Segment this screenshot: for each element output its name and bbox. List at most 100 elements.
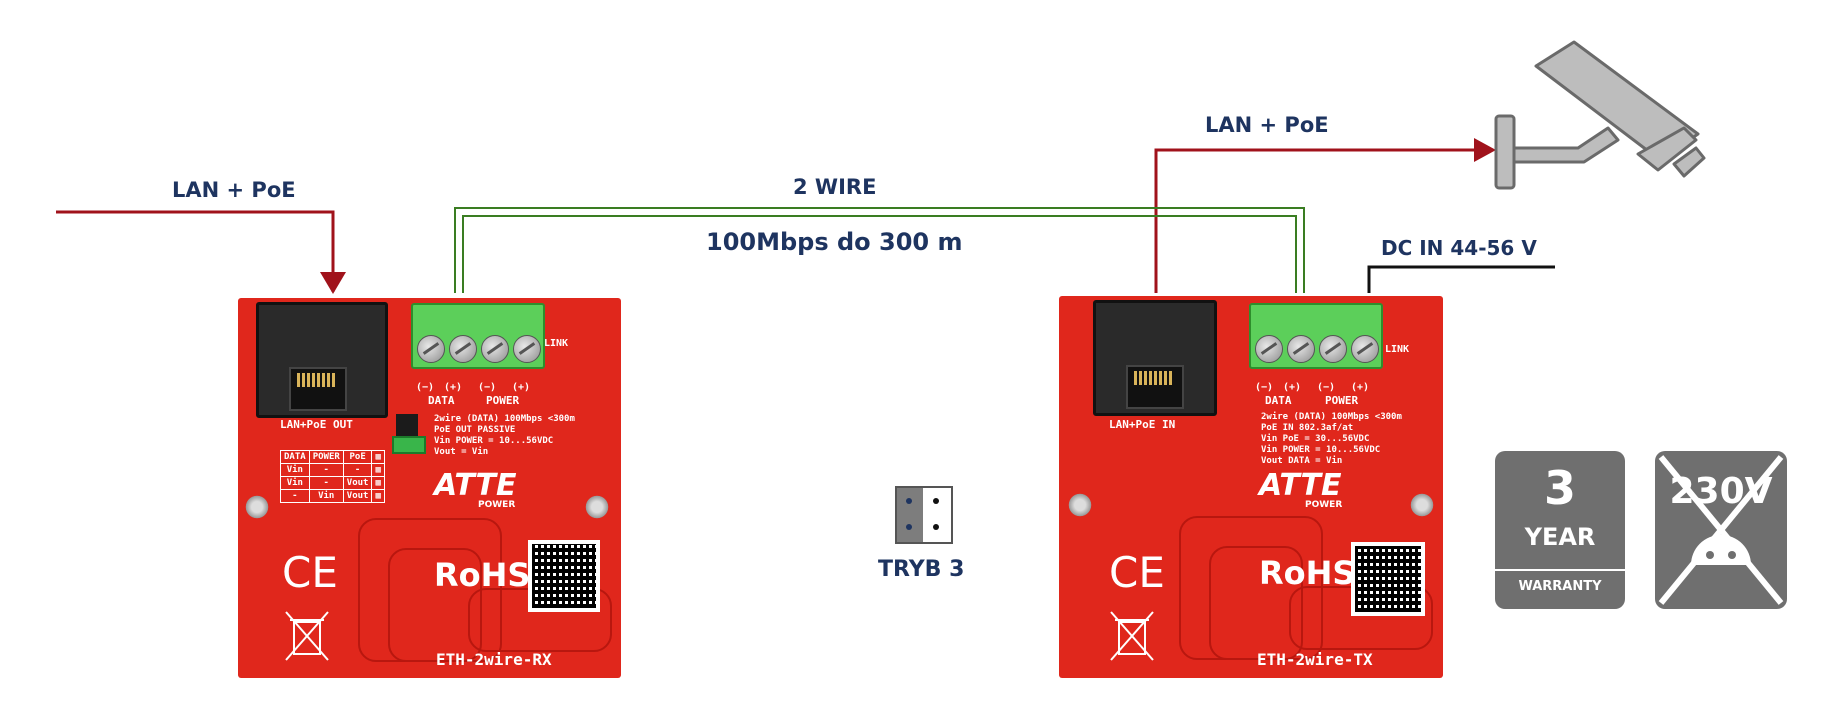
lan-poe-in-arrowhead (320, 272, 346, 294)
table-cell: Vout (342, 489, 373, 503)
jumper-cap-shaded (897, 488, 923, 542)
rj45-port-in[interactable] (1093, 300, 1217, 416)
warranty-caption: WARRANTY (1518, 579, 1602, 594)
no-mains-icon (1658, 455, 1784, 605)
rx-data-label: DATA (428, 394, 455, 407)
two-wire-label: 2 WIRE (793, 175, 877, 199)
rj45-port-out[interactable] (256, 302, 388, 418)
tx-polarity-2: (+) (1283, 382, 1302, 393)
lan-poe-right-label: LAN + PoE (1205, 113, 1329, 137)
jumper-pin (906, 524, 912, 530)
rx-spec-line-3: Vin POWER = 10...56VDC (434, 436, 554, 446)
terminal-screw (481, 335, 509, 363)
mounting-hole (1067, 492, 1093, 518)
jumper-mini-icon: ▦ (371, 463, 385, 477)
table-cell: - (342, 463, 373, 477)
mounting-hole (1409, 492, 1435, 518)
table-cell: Vin (308, 489, 344, 503)
rx-polarity-2: (+) (444, 382, 463, 393)
rx-brand-sub: POWER (478, 500, 516, 510)
lan-poe-out-arrowhead (1474, 138, 1496, 162)
table-header-cell: POWER (308, 450, 344, 464)
tx-spec-line-1: 2wire (DATA) 100Mbps <300m (1261, 412, 1402, 422)
rx-spec-line-1: 2wire (DATA) 100Mbps <300m (434, 414, 575, 424)
lan-poe-in-line (56, 210, 335, 292)
rx-terminal-block[interactable] (411, 303, 545, 369)
two-wire-line-inner (462, 215, 1297, 293)
table-cell: Vout (342, 476, 373, 490)
rx-mode-table: DATA POWER PoE ▦ Vin - - ▦ Vin - Vout ▦ … (280, 450, 385, 503)
tx-board: LAN+PoE IN LINK (−) (+) (−) (+) DATA POW… (1059, 296, 1443, 678)
tx-data-label: DATA (1265, 394, 1292, 407)
terminal-screw (1319, 335, 1347, 363)
tx-spec-line-2: PoE IN 802.3af/at (1261, 423, 1354, 433)
table-cell: Vin (280, 463, 310, 477)
jumper-pin (906, 498, 912, 504)
table-cell: - (280, 489, 310, 503)
two-wire-line-outer (454, 207, 1305, 293)
table-cell: - (308, 476, 344, 490)
terminal-screw (1255, 335, 1283, 363)
terminal-screw (1351, 335, 1379, 363)
jumper-mini-icon: ▦ (371, 489, 385, 503)
rx-port-label: LAN+PoE OUT (280, 418, 353, 431)
rx-rohs-label: RoHS (434, 556, 531, 594)
tx-spec-line-5: Vout DATA = Vin (1261, 456, 1343, 466)
rj45-pins (1134, 371, 1172, 385)
table-cell: - (308, 463, 344, 477)
rx-power-label: POWER (486, 394, 520, 407)
recycle-bin-icon (1110, 611, 1154, 661)
tx-link-label: LINK (1385, 344, 1410, 355)
rj45-pins (297, 373, 335, 387)
terminal-screw (449, 335, 477, 363)
jumper-icon (895, 486, 953, 544)
no-230v-badge: 230V (1655, 451, 1787, 609)
jumper-mini-icon: ▦ (371, 476, 385, 490)
ce-mark-icon: CE (282, 548, 338, 597)
speed-label: 100Mbps do 300 m (706, 228, 963, 256)
rx-spec-line-2: PoE OUT PASSIVE (434, 425, 516, 435)
qr-code-icon (528, 540, 600, 612)
rx-link-label: LINK (544, 338, 569, 349)
rx-board: LAN+PoE OUT LINK (−) (+) (−) (+) DATA PO… (238, 298, 621, 678)
qr-code-icon (1351, 542, 1425, 616)
tx-brand-logo: ATTE (1259, 468, 1342, 503)
terminal-screw (513, 335, 541, 363)
mounting-hole (584, 494, 610, 520)
table-header-cell: PoE (342, 450, 373, 464)
rx-polarity-4: (+) (512, 382, 531, 393)
rx-polarity-3: (−) (478, 382, 497, 393)
jumper-pin (933, 524, 939, 530)
tx-polarity-3: (−) (1317, 382, 1336, 393)
warranty-number: 3 (1543, 461, 1576, 515)
jumper-cap[interactable] (392, 436, 426, 454)
rx-brand-logo: ATTE (434, 468, 517, 503)
tx-model-label: ETH-2wire-TX (1257, 650, 1373, 669)
dc-in-line (1367, 265, 1555, 293)
tx-port-label: LAN+PoE IN (1109, 418, 1176, 431)
warranty-badge: 3 YEAR WARRANTY (1495, 451, 1625, 609)
rx-model-label: ETH-2wire-RX (436, 650, 552, 669)
tx-polarity-1: (−) (1255, 382, 1274, 393)
table-header-cell: DATA (280, 450, 310, 464)
warranty-unit: YEAR (1524, 523, 1596, 551)
dc-in-label: DC IN 44-56 V (1381, 236, 1537, 260)
camera-icon (1494, 40, 1706, 190)
rx-polarity-1: (−) (416, 382, 435, 393)
jumper-pin (933, 498, 939, 504)
tx-spec-line-4: Vin POWER = 10...56VDC (1261, 445, 1381, 455)
ce-mark-icon: CE (1109, 548, 1165, 597)
tx-spec-line-3: Vin PoE = 30...56VDC (1261, 434, 1370, 444)
tx-power-label: POWER (1325, 394, 1359, 407)
tx-rohs-label: RoHS (1259, 554, 1356, 592)
lan-poe-out-line (1154, 148, 1478, 293)
warranty-divider (1495, 569, 1625, 571)
mounting-hole (244, 494, 270, 520)
rx-spec-line-4: Vout = Vin (434, 447, 489, 457)
tx-terminal-block[interactable] (1249, 303, 1383, 369)
jumper-mini-icon: ▦ (371, 450, 385, 464)
tx-polarity-4: (+) (1351, 382, 1370, 393)
terminal-screw (417, 335, 445, 363)
recycle-bin-icon (285, 611, 329, 661)
